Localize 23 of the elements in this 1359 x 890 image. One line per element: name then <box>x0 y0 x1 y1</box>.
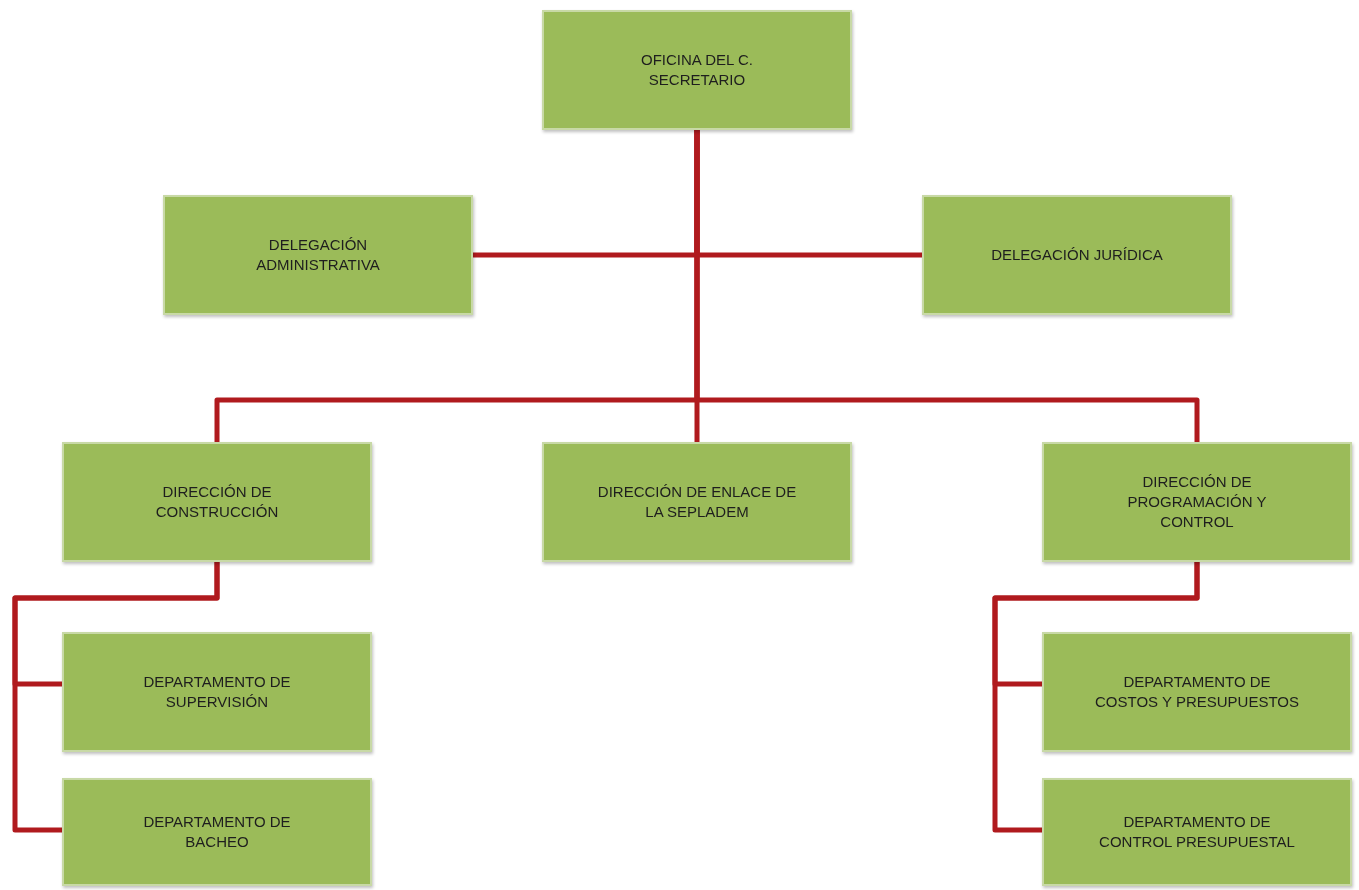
unit-name: DEPARTAMENTO DE CONTROL PRESUPUESTAL <box>1098 812 1296 852</box>
connector-line <box>992 562 1200 833</box>
org-unit-box <box>922 195 1232 315</box>
org-unit-box <box>1042 778 1352 886</box>
org-unit-box <box>62 778 372 886</box>
unit-name: DIRECCIÓN DE PROGRAMACIÓN Y CONTROL <box>1126 472 1268 532</box>
unit-name: DEPARTAMENTO DE SUPERVISIÓN <box>142 672 292 712</box>
unit-name: DELEGACIÓN ADMINISTRATIVA <box>255 235 381 275</box>
org-unit-box <box>542 442 852 562</box>
unit-name: DIRECCIÓN DE CONSTRUCCIÓN <box>154 482 280 522</box>
unit-name: DEPARTAMENTO DE COSTOS Y PRESUPUESTOS <box>1094 672 1300 712</box>
connector-line <box>12 562 220 833</box>
unit-name: DIRECCIÓN DE ENLACE DE LA SEPLADEM <box>596 482 798 522</box>
unit-name: DEPARTAMENTO DE BACHEO <box>142 812 292 852</box>
org-unit-box <box>62 632 372 752</box>
org-unit-box <box>62 442 372 562</box>
org-unit-box <box>542 10 852 130</box>
connector-line <box>694 130 1200 442</box>
org-unit-box <box>1042 442 1352 562</box>
org-unit-box <box>163 195 473 315</box>
unit-name: OFICINA DEL C. SECRETARIO <box>640 50 754 90</box>
unit-name: DELEGACIÓN JURÍDICA <box>991 245 1163 265</box>
org-unit-box <box>1042 632 1352 752</box>
